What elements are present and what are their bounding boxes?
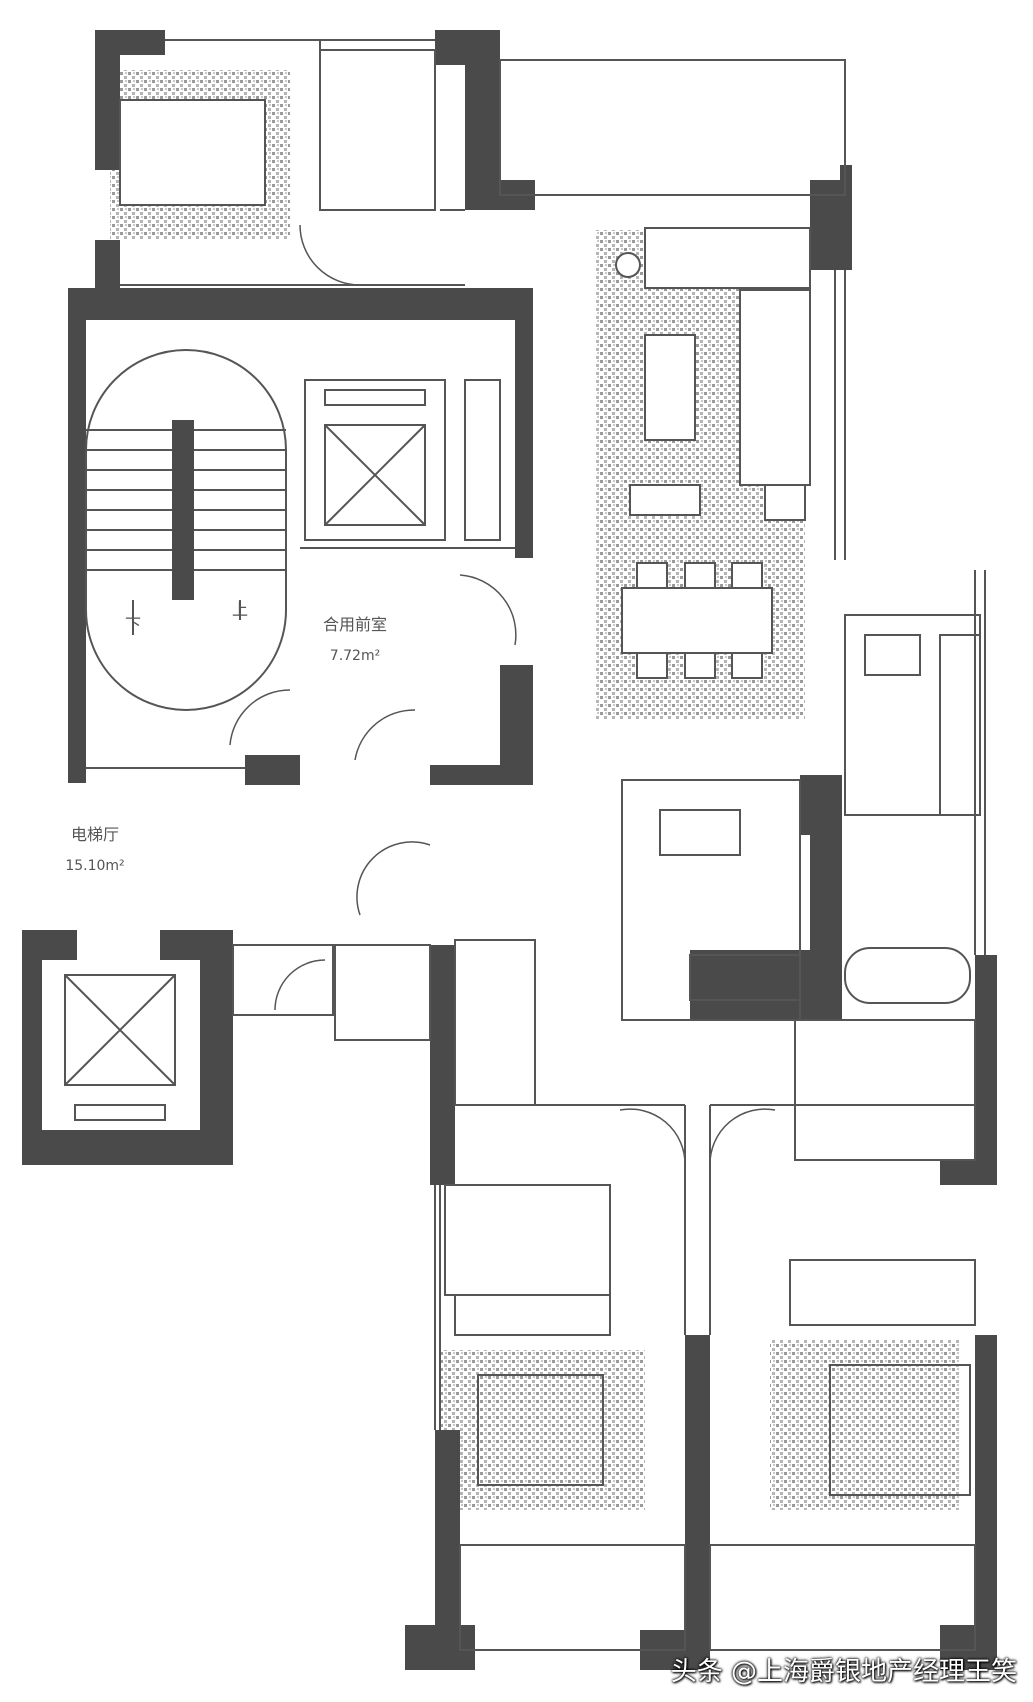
chair <box>636 562 668 589</box>
corridor-outline <box>232 944 334 1016</box>
door-swing <box>229 689 291 746</box>
sofa <box>739 289 811 486</box>
balcony-bottom-right <box>709 1544 976 1651</box>
wall <box>405 1625 475 1670</box>
second-bed <box>477 1374 604 1486</box>
balcony-top-outline <box>499 59 846 196</box>
closet-second <box>454 1294 611 1336</box>
coffee-table <box>644 334 696 441</box>
public-lobby-area: 7.72m² <box>330 648 380 664</box>
closet-outline <box>789 1259 976 1326</box>
elevators <box>64 389 426 1121</box>
elevator-door <box>324 389 426 406</box>
elevator-shaft-outline <box>304 379 446 541</box>
wall <box>975 955 997 1185</box>
study-desk <box>659 809 741 856</box>
furniture <box>119 49 811 679</box>
doors <box>229 224 776 1166</box>
study-outline <box>621 779 801 1021</box>
master-bed <box>829 1364 971 1496</box>
elevator-hall-area: 15.10m² <box>65 858 124 874</box>
thin-walls <box>86 39 986 1651</box>
door-swing <box>459 574 517 646</box>
wall <box>690 950 840 1020</box>
wall <box>800 775 842 835</box>
door-swing <box>356 841 431 916</box>
elevator-x <box>64 974 176 1086</box>
elevator-door <box>74 1104 166 1121</box>
walls <box>22 30 997 1670</box>
elevator-car <box>324 424 426 526</box>
sofa-back <box>644 227 811 289</box>
wall <box>95 30 120 170</box>
door-swing <box>709 1108 776 1166</box>
electric-room <box>334 944 431 1041</box>
study-cabinet <box>689 954 801 1001</box>
wall <box>95 240 120 290</box>
elevator-car <box>64 974 176 1086</box>
second-bath <box>444 1184 611 1296</box>
wall <box>172 420 194 600</box>
rug-master-bedroom <box>770 1340 960 1510</box>
duct-outline <box>464 379 501 541</box>
door-swing <box>299 224 361 286</box>
public-lobby-name: 合用前室 <box>323 615 387 634</box>
wall <box>430 945 455 1185</box>
room-labels: 合用前室 7.72m² 电梯厅 15.10m² 下 上 <box>65 600 387 874</box>
wall <box>245 755 300 785</box>
wall <box>200 930 233 1165</box>
dining-table <box>621 587 773 654</box>
fridge <box>864 634 921 676</box>
bed-top <box>119 99 266 206</box>
stairs <box>85 349 287 711</box>
stair-outline <box>85 349 287 711</box>
chair <box>684 562 716 589</box>
wall <box>685 1335 710 1670</box>
bath-top <box>319 49 436 211</box>
lamp <box>615 252 641 278</box>
chair <box>731 652 763 679</box>
stair-down-label: 下 <box>125 615 141 634</box>
elevator-hall-name: 电梯厅 <box>71 825 119 844</box>
wall <box>68 288 533 320</box>
rug-second-bedroom <box>440 1350 645 1510</box>
wall <box>940 1625 997 1670</box>
elevator-x <box>324 424 426 526</box>
tv-bench <box>629 484 701 516</box>
wall <box>430 765 533 785</box>
side-table <box>764 484 806 521</box>
wall <box>68 288 86 783</box>
watermark: 头条 @上海爵银地产经理王笑 <box>670 1657 1017 1687</box>
wall <box>940 1160 997 1185</box>
chair <box>636 652 668 679</box>
foyer-cabinet <box>454 939 536 1106</box>
chair <box>684 652 716 679</box>
balcony-bottom-left <box>459 1544 686 1651</box>
wall <box>22 1130 233 1165</box>
bath-outline <box>794 1019 976 1161</box>
wall <box>975 1335 997 1670</box>
wall <box>515 288 533 558</box>
door-swing <box>354 709 416 761</box>
bathtub <box>844 947 971 1004</box>
door-swing <box>619 1108 686 1166</box>
door-swing <box>274 959 326 1011</box>
kitchen-counter <box>939 634 981 816</box>
chair <box>731 562 763 589</box>
stair-up-label: 上 <box>232 600 248 619</box>
wall <box>22 930 42 1165</box>
